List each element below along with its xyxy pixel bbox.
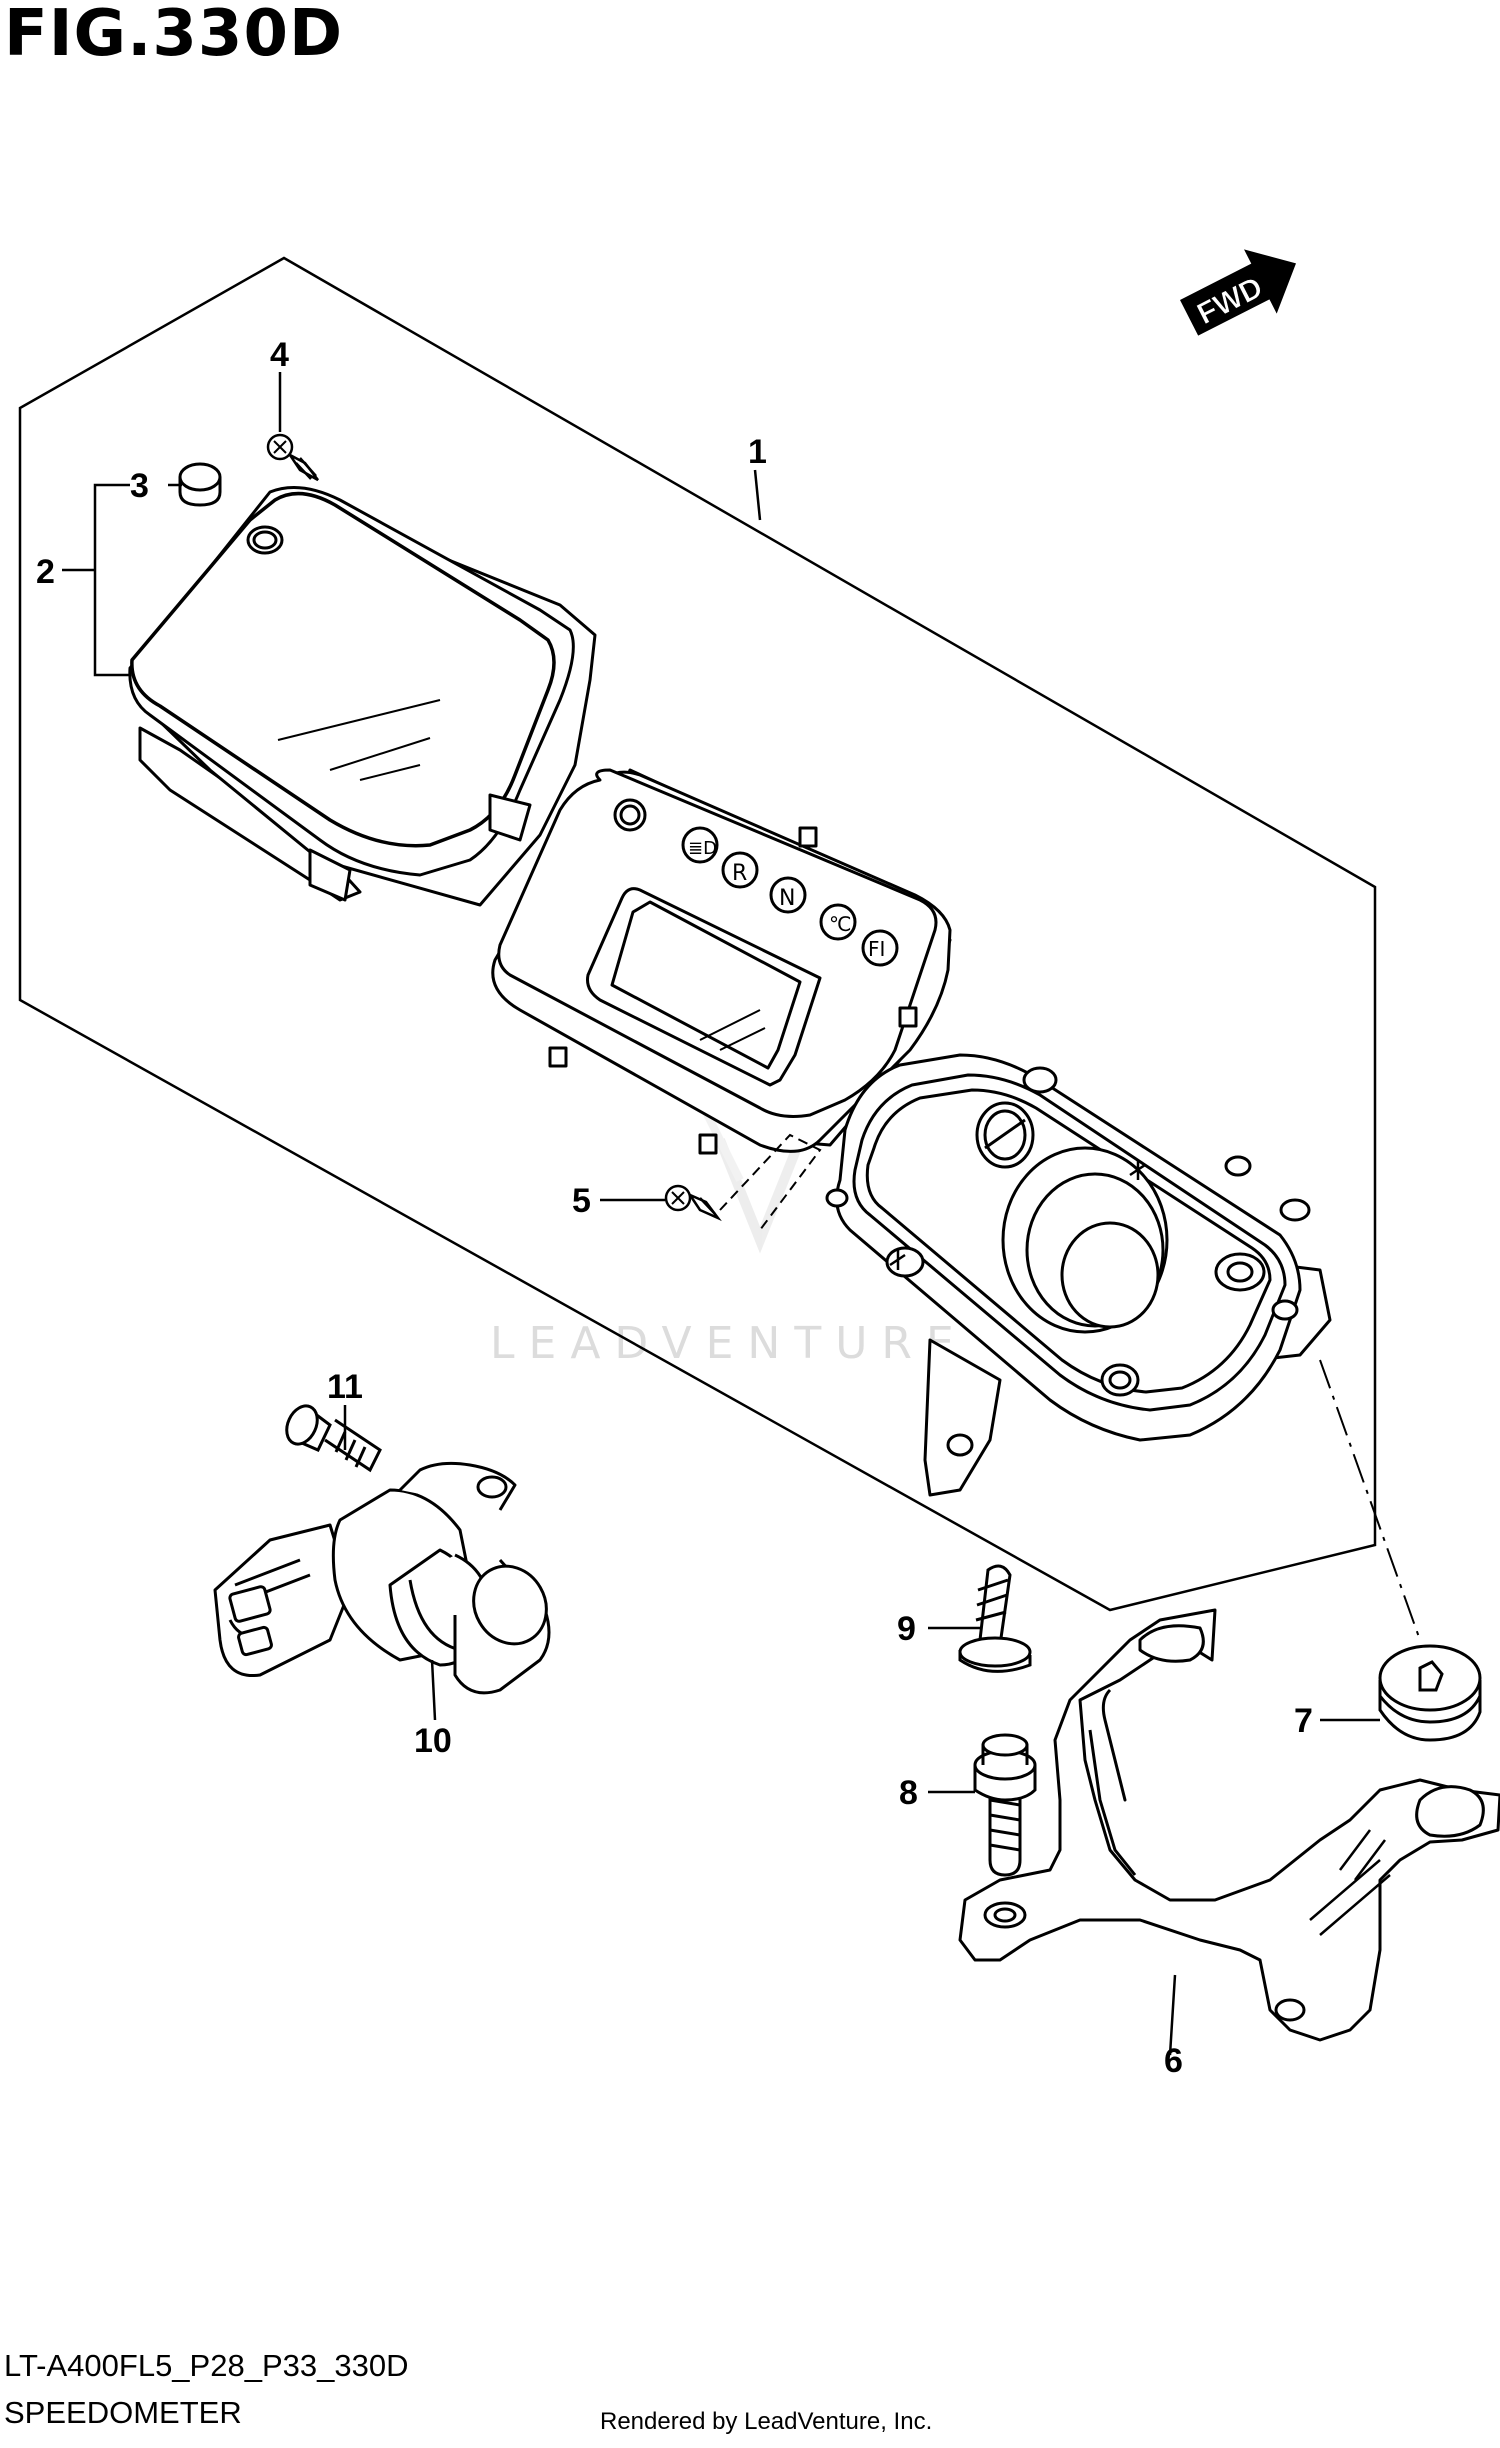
leader-dashed-5 xyxy=(719,1133,822,1231)
lamp-reverse: R xyxy=(732,861,747,886)
callout-6: 6 xyxy=(1164,2042,1183,2080)
part-3-cap xyxy=(178,462,222,507)
figure-title: FIG.330D xyxy=(4,0,344,71)
callout-9: 9 xyxy=(897,1610,916,1648)
callout-10: 10 xyxy=(414,1722,452,1760)
callout-11: 11 xyxy=(327,1368,363,1406)
indicator-lamps: ≣D R N ℃ FI xyxy=(688,838,885,961)
part-2-meter-cover xyxy=(128,486,597,907)
callout-7: 7 xyxy=(1294,1702,1313,1740)
lamp-temp: ℃ xyxy=(829,912,851,936)
part-8-bolt xyxy=(973,1733,1037,1877)
part-4-screw xyxy=(266,433,319,482)
fwd-arrow-icon: FWD xyxy=(1180,249,1297,336)
part-10-speed-sensor xyxy=(213,1461,551,1695)
assembly-outline xyxy=(18,256,1377,1612)
callout-5: 5 xyxy=(572,1182,591,1220)
section-name: SPEEDOMETER xyxy=(4,2395,242,2430)
callout-1: 1 xyxy=(748,433,767,471)
lamp-fi: FI xyxy=(868,937,885,961)
callout-2: 2 xyxy=(36,553,55,591)
render-credit: Rendered by LeadVenture, Inc. xyxy=(600,2408,933,2435)
part-6-bracket xyxy=(958,1608,1500,2042)
callout-4: 4 xyxy=(270,336,289,374)
part-9-tapping-screw xyxy=(958,1564,1032,1673)
callout-8: 8 xyxy=(899,1774,918,1812)
watermark-text: LEADVENTURE xyxy=(490,1318,968,1369)
part-5-screw xyxy=(664,1184,722,1222)
lamp-high-beam: ≣D xyxy=(688,838,717,859)
meter-display-unit xyxy=(491,768,952,1155)
meter-case xyxy=(825,1053,1332,1497)
part-7-grommet xyxy=(1378,1644,1482,1742)
leader-dashdot-7 xyxy=(1319,1359,1421,1641)
model-code: LT-A400FL5_P28_P33_330D xyxy=(4,2348,409,2383)
leader-lines xyxy=(62,372,1380,2056)
lamp-neutral: N xyxy=(779,886,795,911)
callout-3: 3 xyxy=(130,467,149,505)
part-11-bolt xyxy=(285,1404,382,1473)
